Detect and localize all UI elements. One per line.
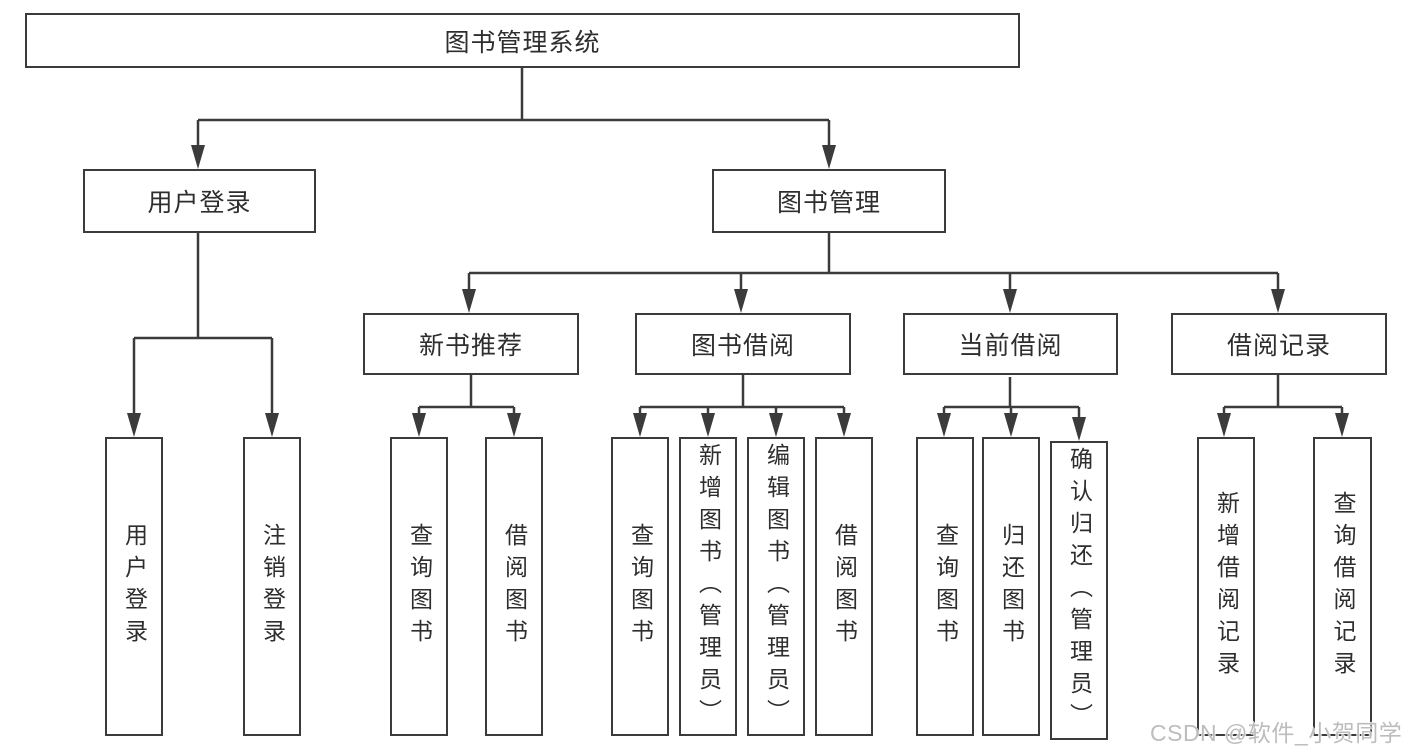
node-leaf-logout: 注销登录 — [243, 437, 301, 736]
csdn-watermark: CSDN @软件_小贺同学 — [1150, 720, 1403, 746]
node-label: 用户登录 — [121, 522, 148, 651]
node-label: 借阅图书 — [501, 522, 528, 651]
node-label: 图书管理系统 — [444, 28, 601, 57]
node-label: 新书推荐 — [418, 332, 523, 360]
node-label: 借阅记录 — [1226, 332, 1331, 360]
node-label: 查询图书 — [406, 522, 433, 651]
node-borrowing-records: 借阅记录 — [1171, 313, 1387, 375]
edge-root-branch — [196, 68, 831, 150]
node-user-login: 用户登录 — [83, 169, 316, 233]
node-label: 图书借阅 — [690, 332, 795, 360]
node-label: 当前借阅 — [958, 332, 1063, 360]
node-label: 图书管理 — [776, 189, 881, 217]
node-label: 编辑图书（管理员） — [763, 442, 790, 731]
node-label: 查询借阅记录 — [1330, 490, 1356, 683]
node-book-management: 图书管理 — [712, 169, 946, 233]
node-leaf-add-book-admin: 新增图书（管理员） — [679, 437, 737, 736]
node-leaf-confirm-return-admin: 确认归还（管理员） — [1050, 441, 1108, 740]
node-label: 确认归还（管理员） — [1066, 446, 1093, 735]
node-label: 新增图书（管理员） — [695, 442, 722, 731]
node-label: 归还图书 — [998, 522, 1025, 651]
arrowheads — [127, 145, 1349, 441]
node-leaf-query-borrow-record: 查询借阅记录 — [1313, 437, 1372, 736]
node-current-borrowing: 当前借阅 — [903, 313, 1118, 375]
edge-current-borrow-branch — [942, 377, 1081, 422]
edge-user-login-branch — [132, 233, 274, 418]
node-label: 借阅图书 — [831, 522, 858, 651]
edge-new-book-branch — [417, 375, 516, 418]
node-leaf-query-books-recommend: 查询图书 — [390, 437, 448, 736]
node-leaf-query-books-borrowing: 查询图书 — [611, 437, 669, 736]
node-label: 新增借阅记录 — [1213, 490, 1240, 683]
edge-book-borrow-branch — [638, 375, 846, 418]
node-library-management-system: 图书管理系统 — [25, 13, 1020, 68]
node-leaf-borrow-books-recommend: 借阅图书 — [485, 437, 543, 736]
edge-borrow-records-branch — [1222, 375, 1344, 418]
node-leaf-borrow-books-borrowing: 借阅图书 — [815, 437, 873, 736]
node-new-book-recommendation: 新书推荐 — [363, 313, 579, 375]
node-leaf-query-books-current: 查询图书 — [916, 437, 974, 736]
node-leaf-edit-book-admin: 编辑图书（管理员） — [747, 437, 805, 736]
node-label: 用户登录 — [147, 189, 252, 217]
edge-book-mgmt-branch — [467, 233, 1280, 292]
node-label: 注销登录 — [259, 522, 286, 651]
node-leaf-return-books: 归还图书 — [982, 437, 1040, 736]
node-book-borrowing: 图书借阅 — [635, 313, 851, 375]
node-label: 查询图书 — [627, 522, 654, 651]
node-leaf-add-borrow-record: 新增借阅记录 — [1197, 437, 1255, 736]
node-leaf-user-login: 用户登录 — [105, 437, 163, 736]
node-label: 查询图书 — [932, 522, 959, 651]
